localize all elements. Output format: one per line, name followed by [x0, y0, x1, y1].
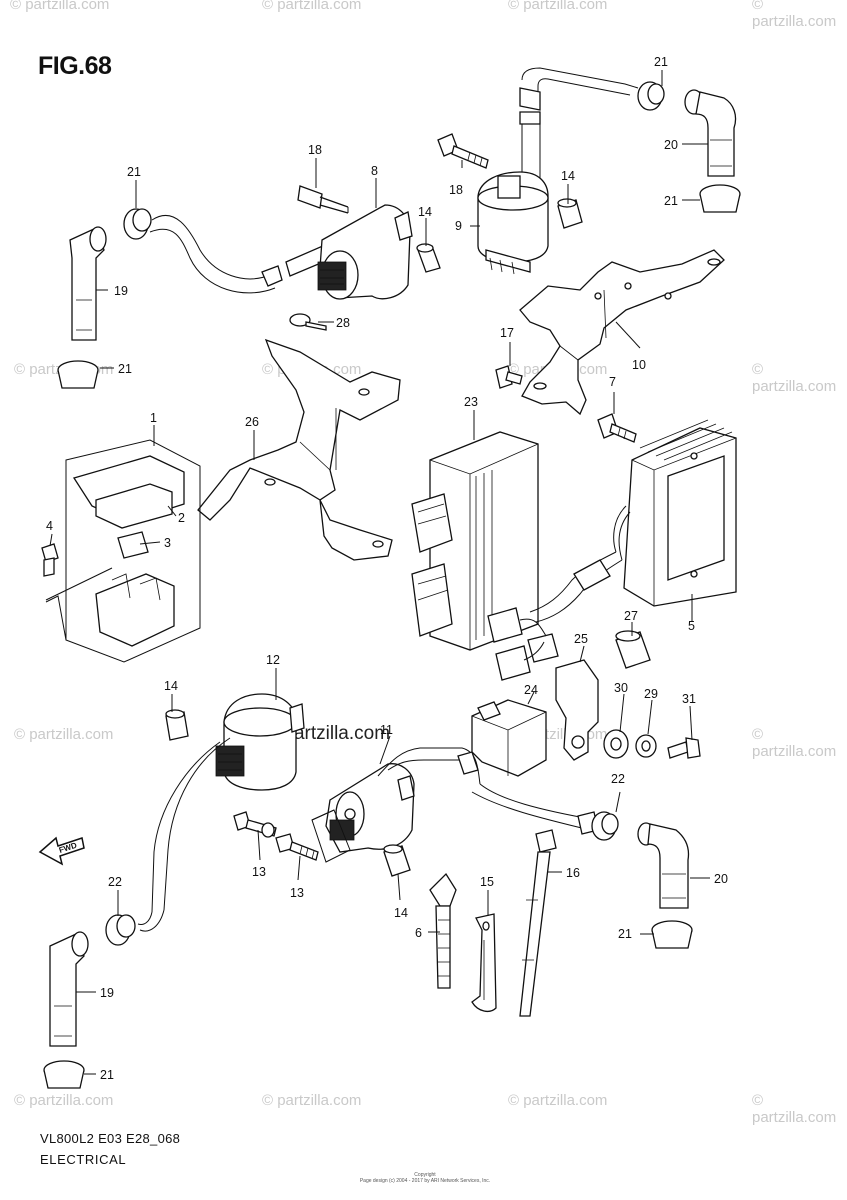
watermark: © partzilla.com	[14, 726, 114, 743]
spark-plug-cap-left-top	[57, 208, 283, 389]
callout-21: 21	[618, 927, 632, 941]
callout-29: 29	[644, 687, 658, 701]
callout-22: 21	[654, 55, 668, 69]
callout-1: 1	[150, 411, 157, 425]
callout-26: 26	[245, 415, 259, 429]
callout-8: 8	[371, 164, 378, 178]
ignition-coil-8	[285, 185, 413, 300]
watermark: © partzilla.com	[14, 1092, 114, 1109]
callout-17: 17	[500, 326, 514, 340]
callout-31: 31	[682, 692, 696, 706]
regulator-5	[529, 419, 737, 623]
clamp-15	[471, 913, 497, 1013]
bolt-13-b	[275, 833, 319, 861]
watermark: © partzilla.com	[752, 726, 837, 760]
spacer-14-a	[416, 243, 441, 273]
spacer-14-b	[557, 198, 583, 229]
spark-plug-cap-right-top	[637, 81, 741, 213]
tie-16	[519, 829, 557, 1017]
callout-2: 2	[178, 511, 185, 525]
copyright-line: Page design (c) 2004 - 2017 by ARI Netwo…	[359, 1178, 491, 1184]
callout-20: 20	[714, 872, 728, 886]
watermark: © partzilla.com	[10, 0, 110, 13]
clamp-6	[429, 872, 457, 989]
bolt-7	[597, 413, 637, 443]
callout-13: 13	[290, 886, 304, 900]
callout-15: 15	[480, 875, 494, 889]
callout-11: 11	[380, 723, 393, 737]
callout-28: 28	[336, 316, 350, 330]
callout-19: 19	[100, 986, 114, 1000]
ignition-coil-9	[477, 67, 639, 275]
ignition-coil-11	[311, 747, 599, 863]
callout-6: 6	[415, 926, 422, 940]
starter-relay-assembly-1	[45, 439, 201, 663]
callout-21: 21	[664, 194, 678, 208]
spark-plug-cap-right-bottom	[591, 811, 693, 949]
spacer-27	[615, 630, 651, 669]
callout-30: 30	[614, 681, 628, 695]
bolt-31	[667, 737, 701, 759]
callout-27: 27	[624, 609, 638, 623]
callout-25: 25	[574, 632, 588, 646]
forward-arrow-icon: FWD	[38, 836, 85, 866]
watermark: © partzilla.com	[508, 0, 608, 13]
bolt-17	[495, 365, 523, 389]
callout-16: 16	[566, 866, 580, 880]
nut-29	[635, 734, 657, 758]
watermark: © partzilla.com	[752, 0, 837, 30]
callout-19: 19	[114, 284, 128, 298]
watermark: © partzilla.com	[508, 1092, 608, 1109]
screw-28	[289, 313, 327, 331]
bolt-13-a	[233, 811, 277, 838]
leader-lines	[49, 70, 710, 1075]
callout-23: 23	[464, 395, 478, 409]
callout-4: 4	[46, 519, 53, 533]
copyright-line: Copyright	[414, 1172, 436, 1178]
watermark: © partzilla.com	[752, 1092, 837, 1126]
watermark: © partzilla.com	[262, 0, 362, 13]
bracket-25	[555, 659, 599, 761]
watermark: © partzilla.com	[262, 1092, 362, 1109]
callout-21: 21	[118, 362, 132, 376]
diagram-code: VL800L2 E03 E28_068	[40, 1131, 181, 1146]
bolt-4	[41, 543, 59, 577]
ecm-23	[411, 431, 539, 651]
callout-7: 7	[609, 375, 616, 389]
callout-24: 24	[524, 683, 538, 697]
callout-14: 14	[418, 205, 432, 219]
callout-10: 10	[632, 358, 646, 372]
callout-3: 3	[164, 536, 171, 550]
callout-22: 22	[611, 772, 625, 786]
spark-plug-cap-left-bottom	[43, 914, 136, 1089]
callout-21: 21	[100, 1068, 114, 1082]
callout-14: 14	[561, 169, 575, 183]
bolt-18-top	[437, 133, 489, 169]
bracket-26	[197, 338, 401, 561]
callout-22: 21	[127, 165, 141, 179]
callout-20: 20	[664, 138, 678, 152]
callout-9: 9	[455, 219, 462, 233]
connector-bundle	[487, 607, 559, 681]
callout-14: 14	[164, 679, 178, 693]
callout-22: 22	[108, 875, 122, 889]
ignition-coil-12	[137, 693, 305, 932]
spacer-14-d	[383, 844, 411, 877]
callout-18: 18	[449, 183, 463, 197]
callout-13: 13	[252, 865, 266, 879]
callout-12: 12	[266, 653, 280, 667]
bracket-10	[519, 249, 725, 416]
spacer-14-c	[165, 709, 189, 741]
washer-30	[603, 729, 629, 759]
watermark: © partzilla.com	[752, 361, 837, 395]
callout-5: 5	[688, 619, 695, 633]
callout-18: 18	[308, 143, 322, 157]
relay-24	[471, 699, 547, 777]
diagram-section-name: ELECTRICAL	[40, 1152, 127, 1167]
figure-title: FIG.68	[38, 52, 112, 80]
callout-14: 14	[394, 906, 408, 920]
callout-labels: 21 19 21 18 8 14 18 14 9 21 20 21 28 26 …	[46, 55, 728, 1082]
